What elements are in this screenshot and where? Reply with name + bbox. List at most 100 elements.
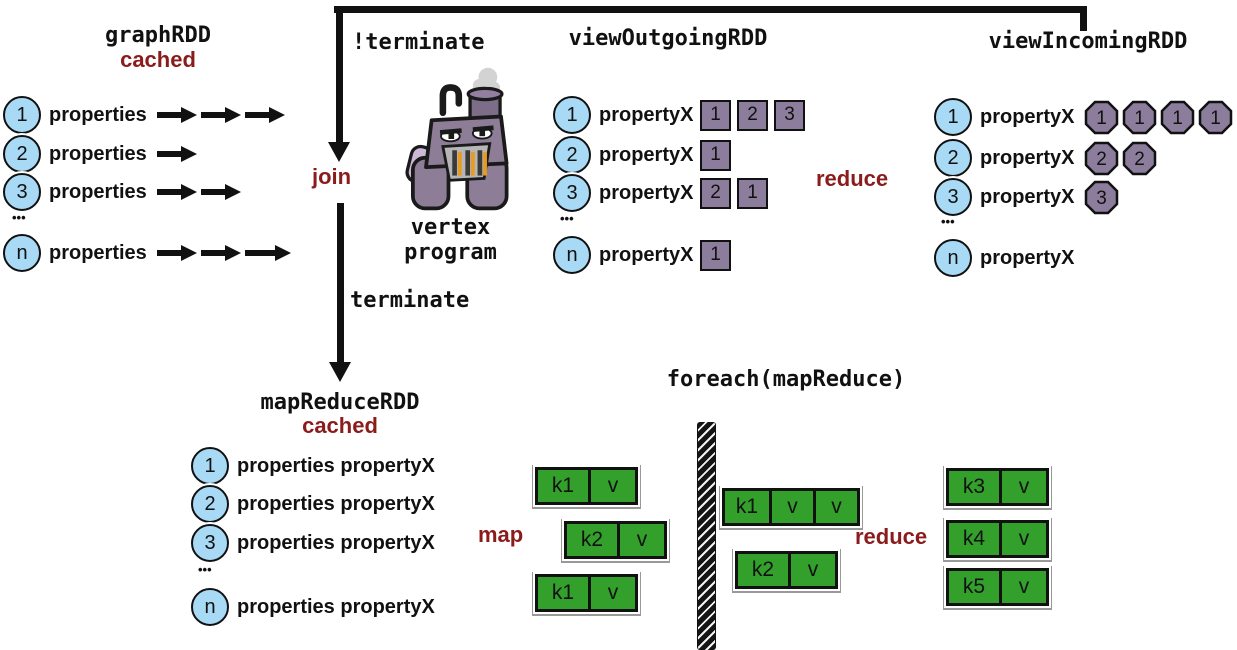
- flow-arrow-icon: [156, 245, 197, 261]
- node-circle: 1: [3, 96, 41, 134]
- map-label: map: [478, 522, 524, 547]
- loop-arrow-left-line: [336, 6, 343, 143]
- node-circle: 3: [553, 174, 591, 212]
- message-octagon: 2: [1084, 141, 1119, 175]
- kv-value-cell: v: [591, 577, 635, 609]
- kv-box: k2 v: [735, 551, 838, 589]
- graph-rdd-title: graphRDD: [105, 23, 211, 48]
- message-square: 1: [700, 99, 731, 131]
- ellipsis: •••: [560, 211, 574, 226]
- propertyx-label: propertyX: [599, 103, 694, 126]
- flow-arrows: [156, 245, 291, 261]
- loop-arrow-right-stub: [1080, 6, 1087, 31]
- properties-propertyx-label: properties propertyX: [237, 531, 435, 554]
- properties-label: properties: [49, 103, 147, 126]
- kv-key-cell: k3: [949, 471, 999, 503]
- kv-key-cell: k1: [538, 470, 588, 502]
- node-circle: 3: [3, 173, 41, 211]
- flow-arrows: [156, 184, 241, 200]
- kv-value-cell: v: [591, 470, 635, 502]
- kv-box: k1 v: [535, 574, 638, 612]
- kv-key-cell: k2: [738, 554, 788, 586]
- message-squares: 1 2 3: [700, 99, 805, 131]
- node-circle: 1: [934, 98, 972, 136]
- map-reduce-row: n properties propertyX: [191, 588, 435, 626]
- flow-arrow-icon: [200, 107, 241, 123]
- robot-eyes: [439, 125, 494, 143]
- vertex-caption-line2: program: [404, 240, 497, 265]
- kv-value-cell: v: [1002, 523, 1046, 555]
- properties-label: properties: [49, 180, 147, 203]
- kv-value-cell: v: [620, 524, 664, 556]
- flow-arrow-icon: [200, 245, 241, 261]
- kv-key-cell: k2: [567, 524, 617, 556]
- message-squares: 1: [700, 139, 731, 171]
- not-terminate-label: !terminate: [352, 30, 485, 55]
- kv-value-cell: v: [772, 491, 813, 523]
- map-reduce-rdd-title: mapReduceRDD: [260, 390, 420, 415]
- ellipsis: •••: [12, 210, 26, 225]
- node-circle: n: [934, 239, 972, 277]
- robot-grill: [441, 142, 492, 182]
- vertex-program-icon: [405, 67, 509, 211]
- propertyx-label: propertyX: [599, 243, 694, 266]
- join-label: join: [312, 164, 352, 189]
- propertyx-label: propertyX: [980, 146, 1075, 169]
- view-outgoing-row: 1 propertyX 1 2 3: [553, 96, 805, 134]
- view-outgoing-title: viewOutgoingRDD: [568, 26, 768, 51]
- message-squares: 2 1: [700, 177, 768, 209]
- kv-box: k2 v: [564, 521, 667, 559]
- join-arrowhead-icon: [328, 142, 350, 162]
- svg-text:1: 1: [1210, 108, 1221, 129]
- message-square: 1: [700, 239, 731, 271]
- node-circle: n: [553, 236, 591, 274]
- kv-value-cell: v: [1002, 471, 1046, 503]
- node-circle: 2: [3, 135, 41, 173]
- node-circle: 2: [553, 136, 591, 174]
- graph-rdd-row: 2 properties: [3, 135, 197, 173]
- ellipsis: •••: [198, 562, 212, 577]
- message-octagons: 1 1 1 1: [1084, 100, 1233, 135]
- message-octagon: 1: [1160, 100, 1195, 134]
- svg-text:1: 1: [1096, 108, 1107, 129]
- graph-rdd-row: 1 properties: [3, 96, 285, 134]
- message-octagon: 2: [1122, 141, 1157, 175]
- kv-key-cell: k1: [725, 491, 769, 523]
- view-incoming-row: n propertyX: [934, 239, 1078, 277]
- properties-propertyx-label: properties propertyX: [237, 595, 435, 618]
- map-reduce-row: 3 properties propertyX: [191, 524, 435, 562]
- properties-propertyx-label: properties propertyX: [237, 454, 435, 477]
- node-circle: 2: [191, 485, 229, 523]
- kv-box: k3 v: [946, 468, 1049, 506]
- message-square: 2: [700, 177, 731, 209]
- message-square: 1: [700, 139, 731, 171]
- message-square: 1: [737, 177, 768, 209]
- message-octagon: 1: [1198, 100, 1233, 134]
- shuffle-barrier: [697, 422, 716, 650]
- map-reduce-cached-badge: cached: [302, 413, 378, 438]
- flow-arrow-icon: [200, 184, 241, 200]
- propertyx-label: propertyX: [980, 105, 1075, 128]
- node-circle: 1: [191, 447, 229, 485]
- svg-text:2: 2: [1134, 149, 1145, 170]
- kv-value-cell: v: [791, 554, 835, 586]
- view-outgoing-row: 3 propertyX 2 1: [553, 174, 768, 212]
- svg-text:2: 2: [1096, 149, 1107, 170]
- map-reduce-row: 2 properties propertyX: [191, 485, 435, 523]
- terminate-arrowhead-icon: [329, 362, 351, 382]
- flow-arrow-icon: [156, 107, 197, 123]
- view-incoming-row: 3 propertyX 3: [934, 178, 1119, 216]
- view-incoming-row: 1 propertyX 1 1 1 1: [934, 98, 1233, 136]
- kv-key-cell: k1: [538, 577, 588, 609]
- svg-text:3: 3: [1096, 188, 1107, 209]
- message-octagons: 2 2: [1084, 141, 1157, 176]
- node-circle: n: [191, 588, 229, 626]
- kv-key-cell: k4: [949, 523, 999, 555]
- loop-arrow-top-bar: [334, 6, 1087, 13]
- properties-label: properties: [49, 241, 147, 264]
- message-octagon: 3: [1084, 180, 1119, 214]
- message-octagon: 1: [1122, 100, 1157, 134]
- kv-box: k4 v: [946, 520, 1049, 558]
- flow-arrow-icon: [156, 146, 197, 162]
